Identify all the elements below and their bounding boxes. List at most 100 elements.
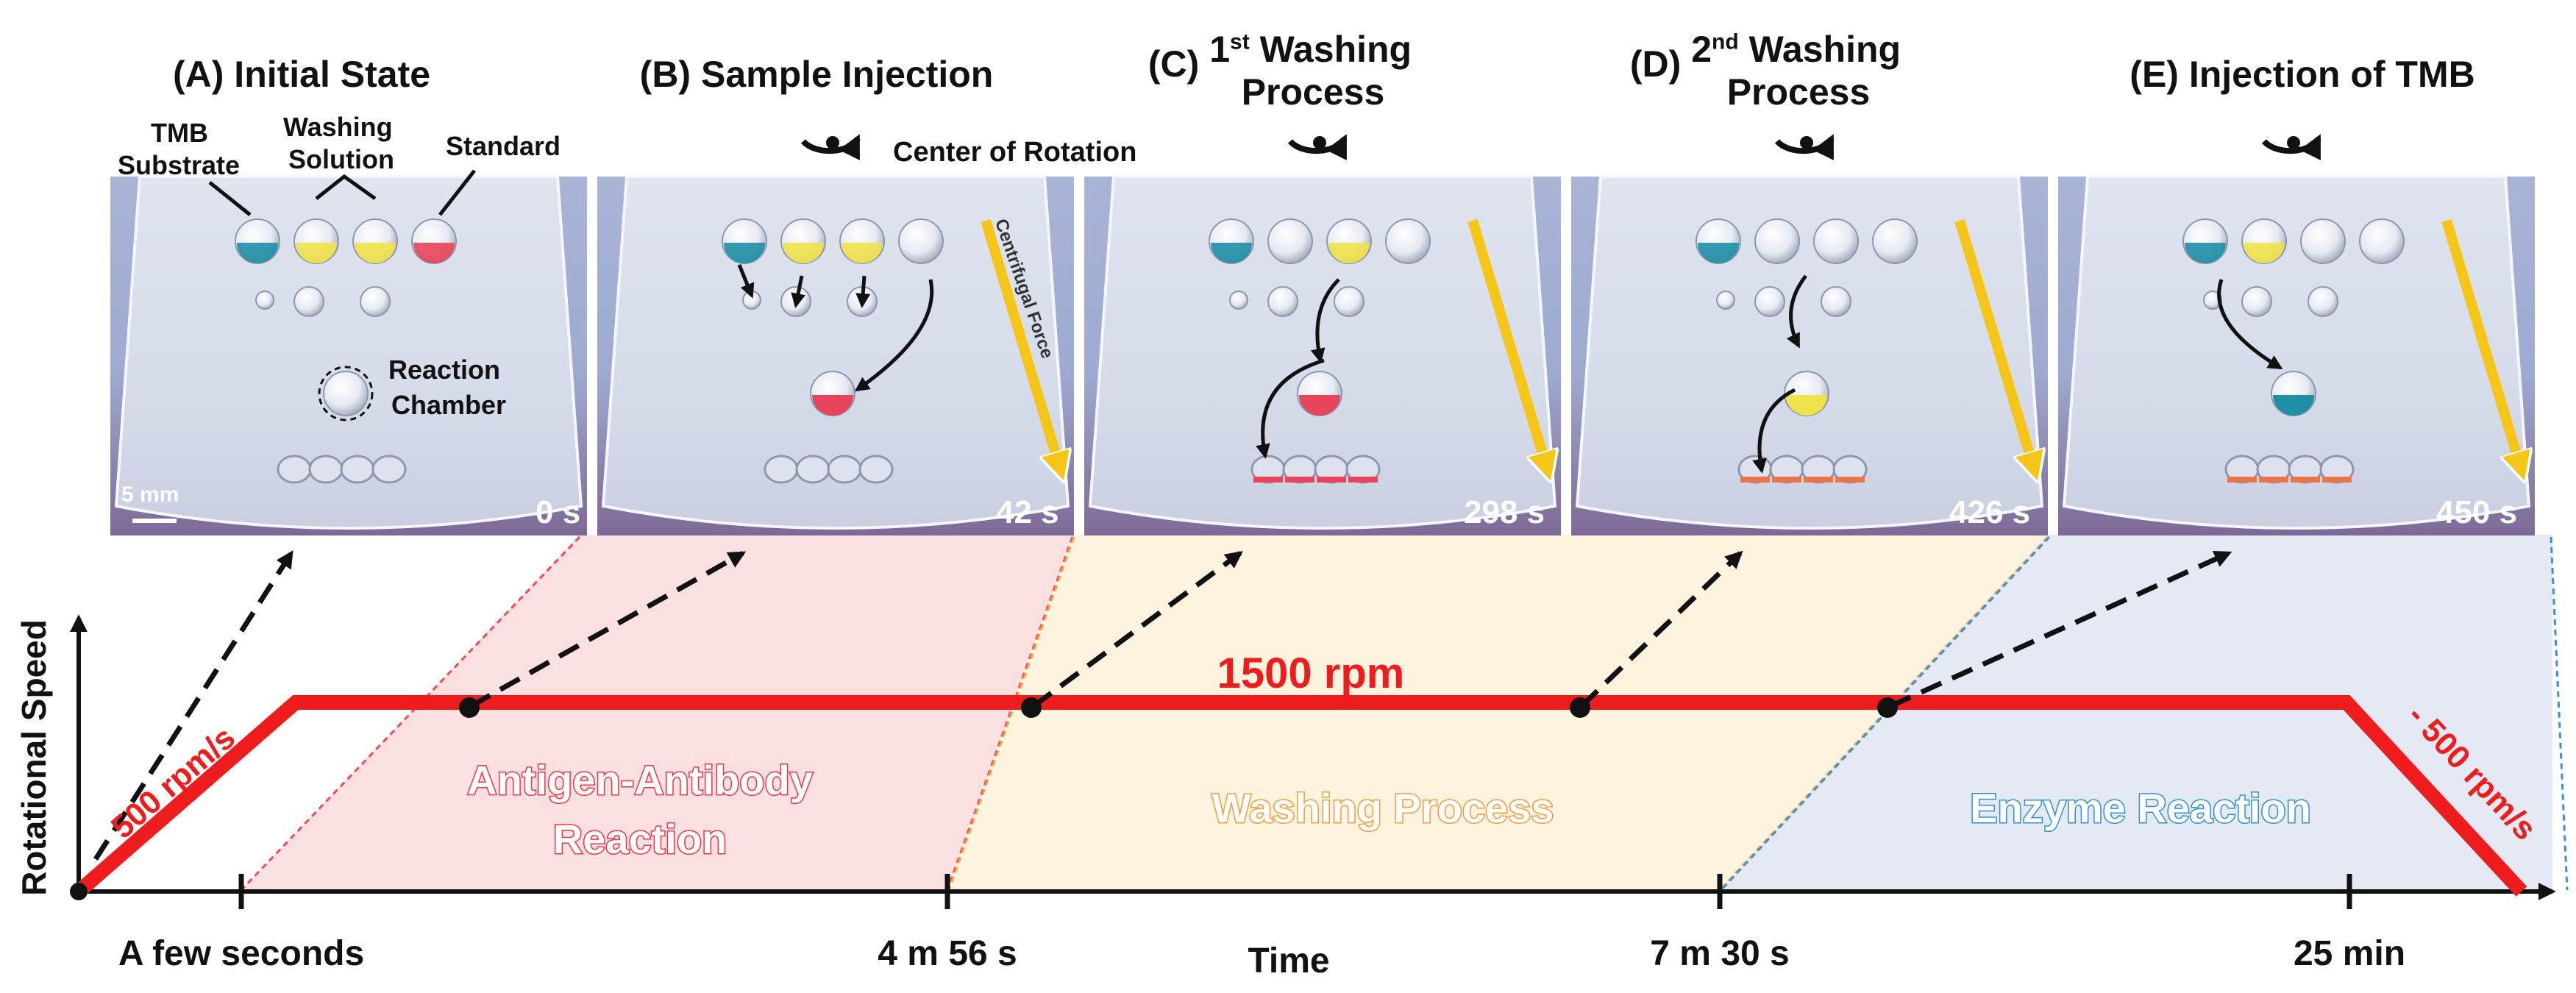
panel-a-title: (A) Initial State [110,53,493,96]
flow-arrow [791,275,805,308]
panel-e-letter: (E) [2130,54,2179,95]
reservoir-liquid [2244,243,2285,263]
reaction-chamber-liquid [812,395,853,416]
metering-chamber [1821,286,1851,317]
panel-d-letter: (D) [1629,43,1682,85]
x-axis-label: Time [1248,942,1329,980]
flow-arrow [2217,279,2283,370]
boundary-line-4 [2550,536,2569,891]
flow-arrow [854,279,934,392]
metering-chamber [360,286,391,317]
panel-e-heading: Injection of TMB [2188,54,2475,95]
metering-chamber [2203,291,2222,310]
label-standard: Standard [446,131,561,161]
reservoir-well [1754,218,1800,264]
metering-chamber [255,291,274,310]
rotation-arrow-icon [1287,134,1348,161]
rotation-center-icon [1800,136,1813,149]
waste-liquid [1285,477,1314,483]
panel-c-title: (C) 1st Washing Process [1089,21,1471,113]
metering-chamber [1334,286,1365,317]
reservoir-well [1872,218,1918,264]
waste-liquid [2259,477,2288,483]
label-washing: Washing [283,112,393,142]
tick-label-25min: 25 min [2294,934,2405,973]
waste-liquid [2322,477,2352,483]
waste-liquid [1804,477,1833,483]
metering-chamber [1229,291,1248,310]
waste-chamber [764,455,799,484]
panel-e-photo [2058,134,2535,535]
panel-d-photo [1571,134,2048,535]
pointer-tmb [208,181,252,216]
dashed-arrow-a [93,549,293,861]
waste-chamber [371,455,407,484]
flow-arrow [1752,388,1796,474]
flow-arrow [1310,278,1340,363]
panel-b-time: 42 s [996,494,1059,530]
flow-arrow [1256,358,1325,459]
metering-chamber [1716,291,1735,310]
tick-label-few-seconds: A few seconds [118,934,364,973]
phase-bg-enzyme [1720,535,2552,890]
panel-e-title: (E) Injection of TMB [2082,53,2523,96]
reservoir-well [1385,218,1431,264]
panel-b-letter: (B) [639,54,691,95]
flow-arrow [1786,274,1807,349]
reservoir-liquid [842,243,883,263]
rotation-arrow-icon [2261,134,2321,161]
metering-chamber [2308,286,2338,317]
reaction-chamber-highlight [318,366,374,421]
dashed-arrow-c [1031,551,1243,708]
reservoir-liquid [2185,243,2226,263]
rotation-center-icon [2287,136,2300,149]
panel-a-pointers [132,169,476,523]
waste-chamber [308,455,344,484]
chip-body [601,175,1070,530]
reservoir-liquid [783,243,824,263]
label-tmb: TMB [151,118,208,148]
reaction-chamber-liquid [2273,395,2314,416]
waste-liquid [1740,477,1770,483]
panel-b-photo [597,134,1074,535]
panel-c-photo [1084,134,1561,535]
y-axis-label: Rotational Speed [15,619,53,896]
flow-arrows [737,264,2283,474]
panel-a-heading: Initial State [234,54,431,95]
label-reaction: Reaction [388,355,501,385]
waste-liquid [2227,477,2257,483]
timepoint-dot-e [1877,697,1898,718]
tick-label-7m30s: 7 m 30 s [1650,934,1789,973]
reservoir-well [2300,218,2346,264]
label-center-of-rotation: Center of Rotation [893,137,1137,168]
rotation-center-icon [1313,136,1326,149]
waste-chamber [340,455,375,484]
panel-a-time: 0 s [536,494,581,530]
dashed-arrow-e [1889,550,2232,709]
centrifugal-force-arrow [1467,218,1548,471]
panel-d-time: 426 s [1949,494,2031,530]
reservoir-liquid [413,243,455,263]
reservoir-well [1267,218,1313,264]
speed-label: 1500 rpm [1217,649,1405,697]
panel-a-photo [110,175,587,535]
waste-liquid [1835,477,1865,483]
waste-chamber [858,455,894,484]
reservoir-well [898,218,944,264]
waste-chamber [277,455,312,484]
reservoir-liquid [1698,243,1739,263]
label-substrate: Substrate [118,150,241,180]
timepoint-dot-d [1570,697,1590,718]
chip-body [114,175,583,530]
pointer-washing [315,174,377,201]
reservoir-liquid [355,243,396,263]
panel-d-heading-line1: 2nd Washing [1691,28,1901,70]
boundary-line-2a [946,536,1074,891]
dashed-arrow-b [469,550,747,709]
reservoir-liquid [724,243,765,263]
waste-liquid [1348,477,1378,483]
phase-label-antigen-line1: Antigen-Antibody [467,757,813,803]
centrifugal-force-arrow [2441,218,2522,471]
metering-chamber [293,286,324,317]
